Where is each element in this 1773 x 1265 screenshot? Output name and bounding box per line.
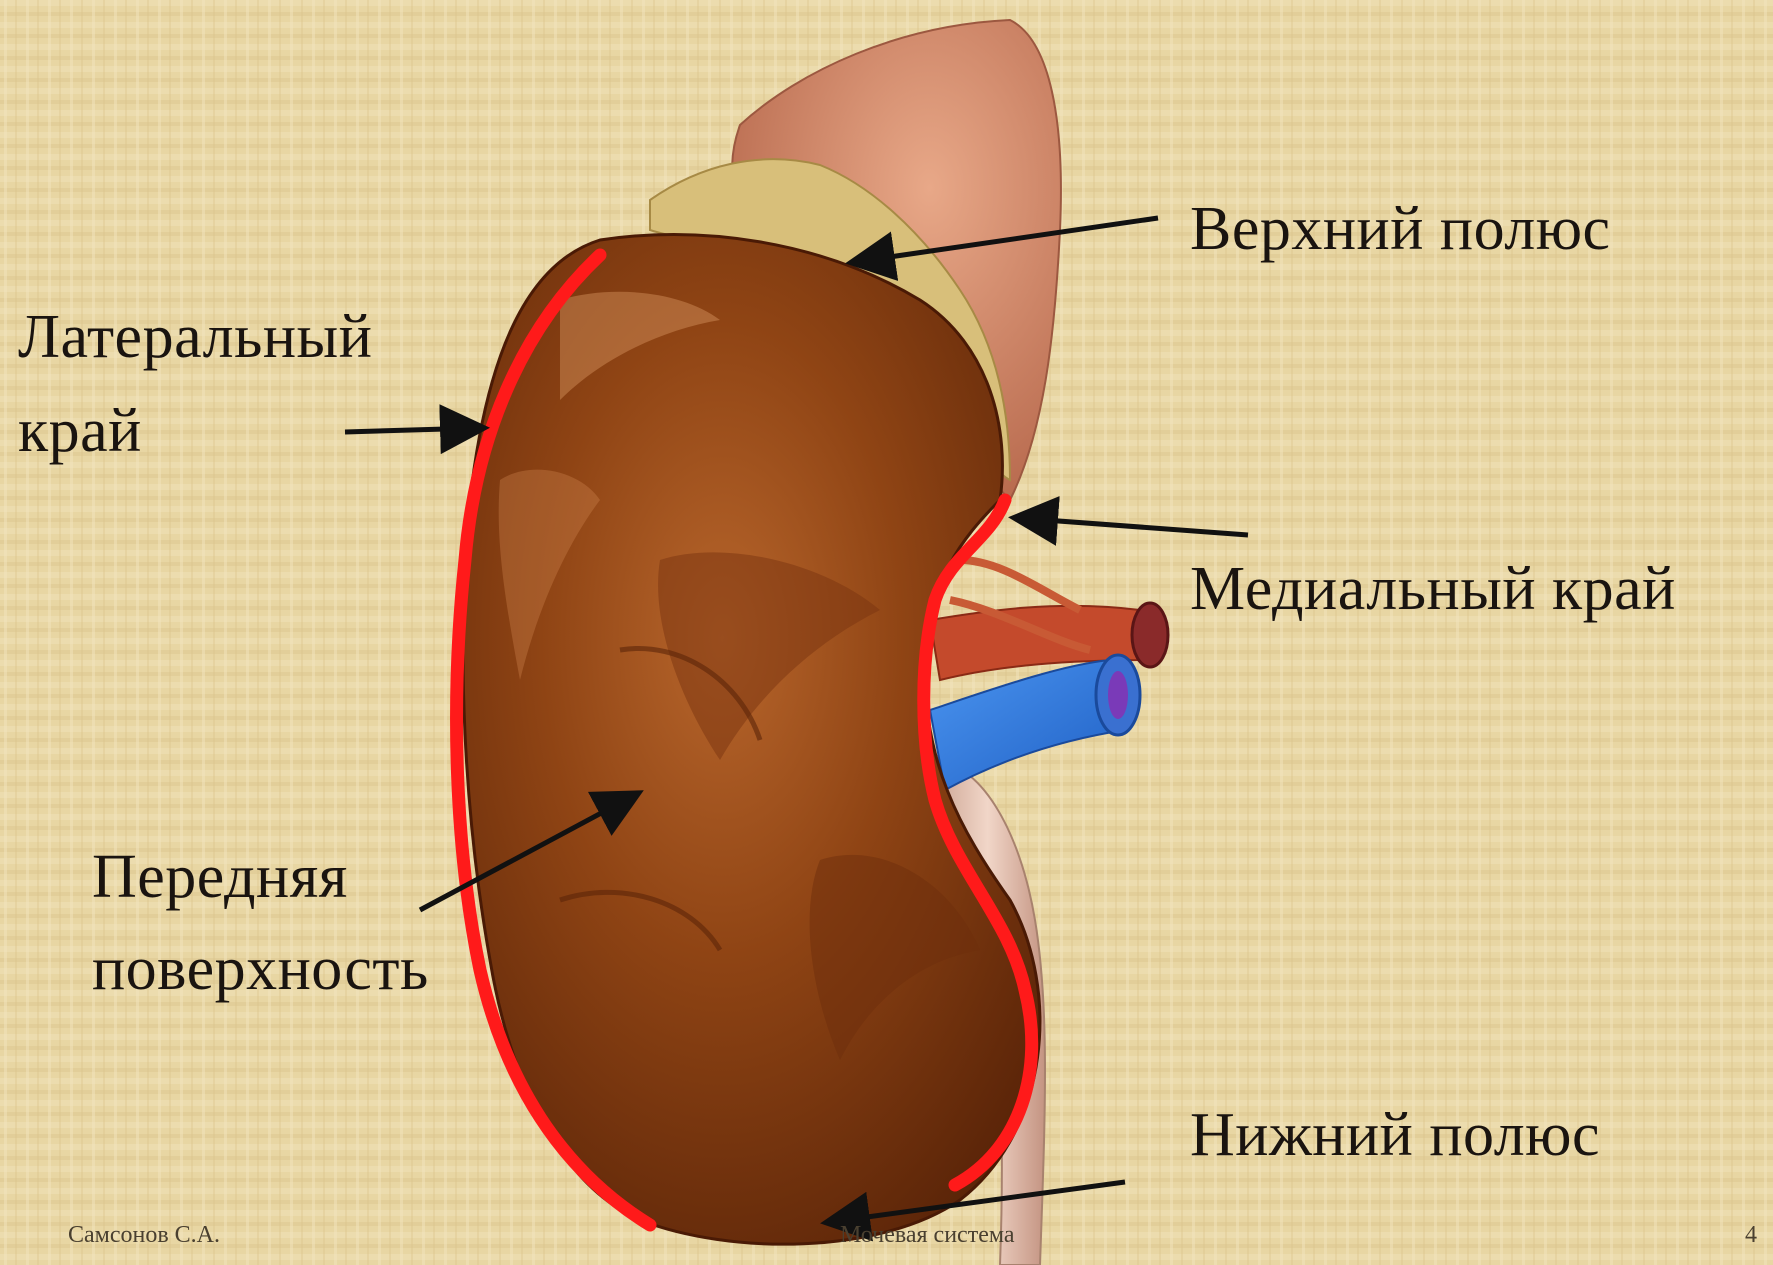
artery-opening xyxy=(1132,603,1168,667)
footer-center: Мочевая система xyxy=(840,1222,1015,1249)
label-lateral-edge-line1: Латеральный xyxy=(18,300,372,374)
label-anterior-surface-line2: поверхность xyxy=(92,932,429,1006)
label-lateral-edge-line2: край xyxy=(18,394,142,468)
label-medial-edge: Медиальный край xyxy=(1190,552,1676,626)
label-lower-pole: Нижний полюс xyxy=(1190,1098,1600,1172)
label-upper-pole: Верхний полюс xyxy=(1190,192,1611,266)
footer-author: Самсонов С.А. xyxy=(68,1222,220,1249)
label-anterior-surface-line1: Передняя xyxy=(92,840,348,914)
footer-page-number: 4 xyxy=(1745,1222,1757,1249)
